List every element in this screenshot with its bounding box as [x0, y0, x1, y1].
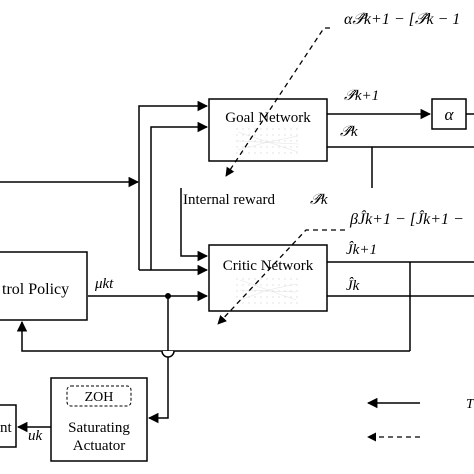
goal-network-icon	[232, 128, 302, 156]
p-k-label: 𝒫̂k	[340, 124, 358, 140]
goal-network-label: Goal Network	[225, 110, 311, 126]
policy-to-actuator	[147, 296, 169, 424]
goal-error-dashed	[225, 27, 330, 177]
alpha-gain-label: α	[445, 105, 455, 124]
zoh-label: ZOH	[85, 390, 114, 405]
control-policy-block: trol Policy	[0, 251, 88, 321]
internal-reward-symbol: 𝒫̂k	[310, 192, 328, 208]
p-next-label: 𝒫̂k+1	[344, 88, 379, 104]
critic-network-block: Critic Network	[208, 244, 328, 312]
goal-input-bus-2	[138, 100, 209, 270]
critic-error-expression: βĴk+1 − [Ĵk+1 −	[349, 209, 464, 228]
saturating-actuator-block: ZOH Saturating Actuator	[50, 377, 148, 462]
alpha-gain-block: α	[431, 98, 467, 130]
critic-network-label: Critic Network	[223, 258, 314, 274]
junction-dot	[165, 293, 171, 299]
j-next-label: Ĵk+1	[346, 241, 377, 258]
line-crossings	[161, 350, 175, 358]
mu-label: μkt	[94, 276, 114, 292]
internal-reward-line	[180, 188, 209, 262]
internal-reward-label: Internal reward	[183, 192, 276, 208]
critic-error-dashed	[217, 229, 345, 325]
actuator-label-line2: Actuator	[73, 438, 125, 454]
zoh-box	[66, 385, 132, 407]
critic-network-icon	[234, 276, 300, 304]
u-label: uk	[28, 428, 43, 444]
j-k-label: Ĵk	[346, 277, 360, 294]
legend-solid-label: T	[466, 397, 474, 412]
control-policy-label: trol Policy	[2, 281, 69, 298]
plant-label: nt	[0, 420, 13, 436]
actuator-label-line1: Saturating	[68, 420, 130, 436]
signal-lines	[0, 100, 474, 433]
goal-network-block: Goal Network	[208, 98, 328, 162]
goal-error-expression: α𝒫̂k+1 − [𝒫̂k − 1	[344, 11, 460, 28]
plant-block: nt	[0, 404, 17, 448]
policy-feedback-line	[16, 320, 410, 352]
goal-input-bus	[150, 121, 209, 270]
dashed-lines	[217, 27, 420, 442]
